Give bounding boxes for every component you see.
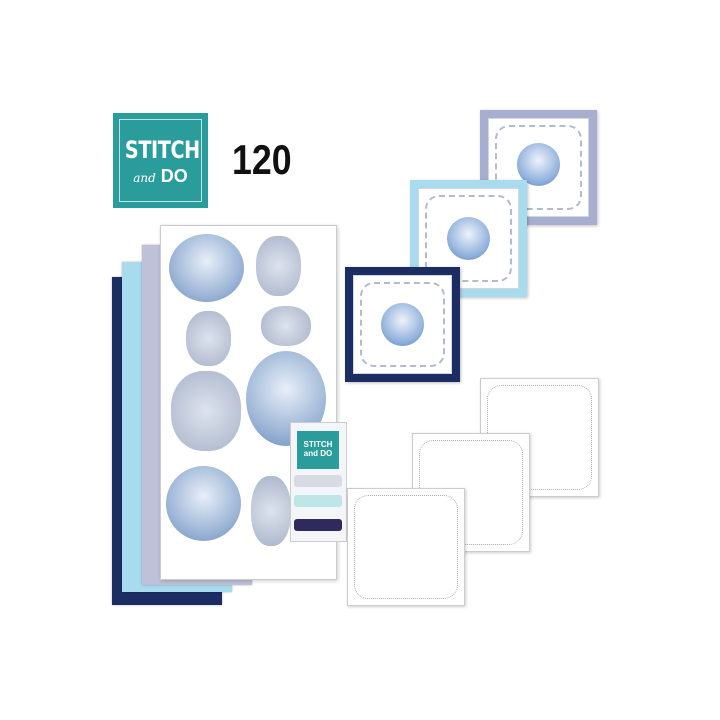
card-rabbit [345,267,460,382]
squirrel-topper [169,234,244,302]
die-cut-sheet [160,225,337,580]
thread-label-line2: and DO [303,449,333,458]
rabbits-cutout [251,476,291,546]
rabbit-head-cutout [171,371,241,451]
brand-logo: STITCH and DO [113,113,208,208]
kit-number: 120 [232,136,292,183]
pattern-card-3 [347,488,465,606]
rabbit-ears-cutout [186,311,231,366]
brand-line2: and DO [116,166,205,187]
thread-navy [294,519,342,531]
brand-line1: STITCH [124,136,200,164]
thread-aqua [294,495,342,507]
brand-do: DO [160,166,188,186]
brand-script: and [133,171,156,185]
thread-silver [294,475,342,487]
card-rabbits [410,180,527,297]
thread-label-line1: STITCH [303,440,333,449]
rabbits-topper [166,466,241,541]
squirrel-small-cutout [261,306,311,346]
squirrel-cutout [256,236,301,296]
